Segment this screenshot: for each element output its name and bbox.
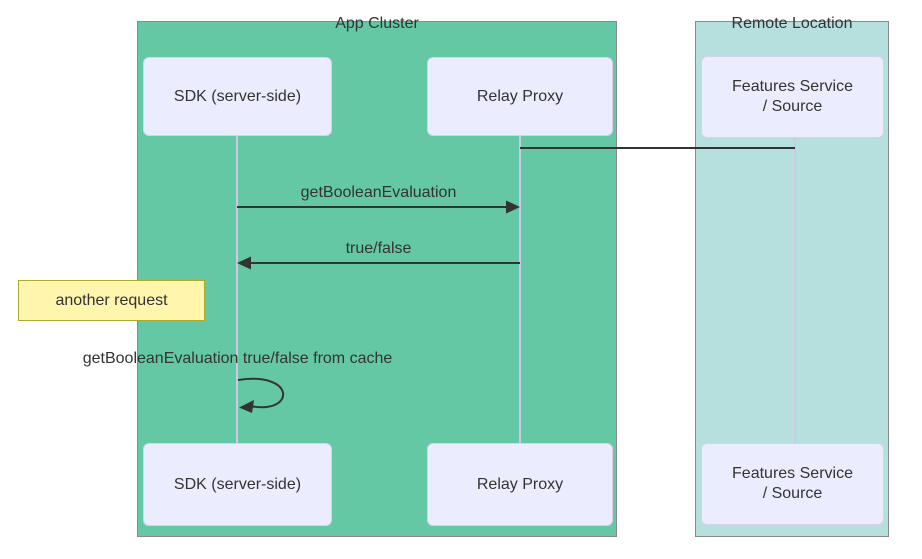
message-label-from-cache: getBooleanEvaluation true/false from cac… <box>82 350 393 367</box>
actor-sdk-label: SDK (server-side) <box>173 87 302 105</box>
actor-relay-proxy-top: Relay Proxy <box>427 57 613 136</box>
message-label-getBooleanEvaluation: getBooleanEvaluation <box>300 184 457 201</box>
app-cluster-label: App Cluster <box>335 15 419 32</box>
actor-relay-proxy-bottom: Relay Proxy <box>427 443 613 526</box>
remote-location-label: Remote Location <box>731 15 853 32</box>
actor-features-service-label: Features Service / Source <box>732 78 853 115</box>
actor-features-service-bottom: Features Service / Source <box>701 443 884 525</box>
actor-features-service-label: Features Service / Source <box>732 465 853 502</box>
actor-features-service-top: Features Service / Source <box>701 56 884 138</box>
lifeline-features-service <box>794 138 796 443</box>
actor-sdk-bottom: SDK (server-side) <box>143 443 332 526</box>
lifeline-relay-proxy <box>519 136 521 443</box>
actor-sdk-label: SDK (server-side) <box>173 475 302 493</box>
note-another-request: another request <box>18 280 205 321</box>
actor-relay-proxy-label: Relay Proxy <box>476 87 564 105</box>
actor-sdk-top: SDK (server-side) <box>143 57 332 136</box>
message-label-true-false: true/false <box>345 240 412 257</box>
actor-relay-proxy-label: Relay Proxy <box>476 475 564 493</box>
lifeline-sdk <box>236 136 238 443</box>
note-label: another request <box>55 291 168 309</box>
